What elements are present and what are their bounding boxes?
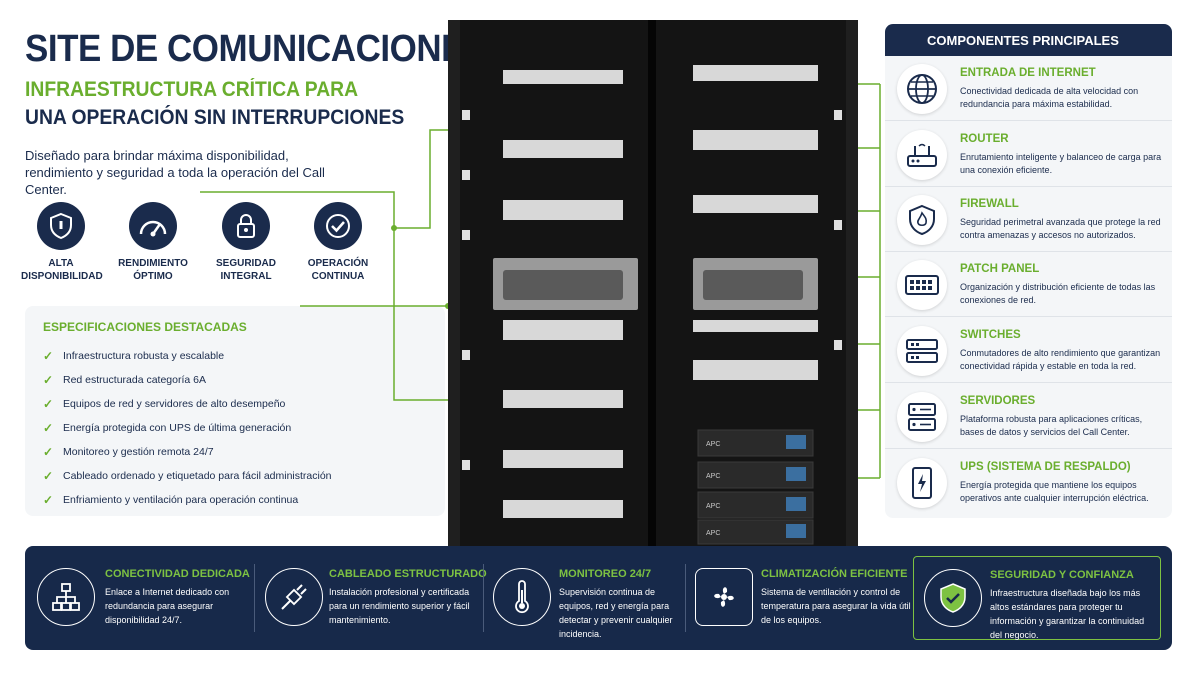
component-switches: SWITCHES Conmutadores de alto rendimient… — [885, 318, 1172, 383]
bottom-item-desc: Sistema de ventilación y control de temp… — [761, 587, 911, 625]
spec-text: Monitoreo y gestión remota 24/7 — [63, 446, 214, 458]
ups-brand: APC — [706, 441, 720, 448]
list-item: ✓ Enfriamiento y ventilación para operaci… — [43, 488, 427, 512]
spec-text: Infraestructura robusta y escalable — [63, 350, 225, 362]
bottom-item-cableado: CABLEADO ESTRUCTURADO Instalación profes… — [257, 546, 487, 650]
check-icon: ✓ — [43, 445, 54, 459]
component-name: SWITCHES — [960, 329, 1021, 341]
ups-icon — [897, 458, 947, 508]
list-item: ✓ Cableado ordenado y etiquetado para fác… — [43, 464, 427, 488]
component-desc: Conectividad dedicada de alta velocidad … — [960, 86, 1139, 109]
check-circle-icon — [314, 202, 362, 250]
feature-label: ALTA DISPONIBILIDAD — [21, 258, 103, 282]
spec-text: Equipos de red y servidores de alto dese… — [63, 398, 286, 410]
spec-text: Cableado ordenado y etiquetado para fáci… — [63, 470, 332, 482]
cable-icon — [265, 568, 323, 626]
bottom-item-monitoreo: MONITOREO 24/7 Supervisión continua de e… — [487, 546, 712, 650]
check-icon: ✓ — [43, 397, 54, 411]
subtitle-green: INFRAESTRUCTURA CRÍTICA PARA — [25, 78, 359, 101]
components-panel: COMPONENTES PRINCIPALES ENTRADA DE INTER… — [885, 24, 1172, 518]
list-item: ✓ Equipos de red y servidores de alto des… — [43, 392, 427, 416]
component-name: SERVIDORES — [960, 395, 1036, 407]
subtitle-navy: UNA OPERACIÓN SIN INTERRUPCIONES — [25, 106, 405, 129]
feature-label: OPERACIÓN CONTINUA — [307, 258, 369, 282]
feature-label: RENDIMIENTO ÓPTIMO — [118, 258, 188, 282]
bottom-item-name: CONECTIVIDAD DEDICADA — [105, 568, 250, 580]
component-firewall: FIREWALL Seguridad perimetral avanzada q… — [885, 187, 1172, 252]
component-desc: Conmutadores de alto rendimiento que gar… — [960, 348, 1161, 371]
bottom-item-name: MONITOREO 24/7 — [559, 568, 652, 580]
component-desc: Plataforma robusta para aplicaciones crí… — [960, 414, 1143, 437]
shield-check-icon — [924, 569, 982, 627]
feature-alta-disponibilidad: ALTA DISPONIBILIDAD — [21, 202, 103, 283]
switch-icon — [897, 326, 947, 376]
feature-seguridad-integral: SEGURIDAD INTEGRAL — [206, 202, 286, 283]
feature-label: SEGURIDAD INTEGRAL — [215, 258, 276, 282]
list-item: ✓ Monitoreo y gestión remota 24/7 — [43, 440, 427, 464]
divider — [685, 564, 686, 632]
component-desc: Organización y distribución eficiente de… — [960, 282, 1156, 305]
spec-text: Red estructurada categoría 6A — [63, 374, 207, 386]
specs-panel: ESPECIFICACIONES DESTACADAS ✓ Infraestruc… — [25, 306, 445, 516]
patch-panel-icon — [897, 260, 947, 310]
bottom-item-seguridad: SEGURIDAD Y CONFIANZA Infraestructura di… — [913, 556, 1161, 640]
globe-icon — [897, 64, 947, 114]
check-icon: ✓ — [43, 469, 54, 483]
spec-text: Energía protegida con UPS de última gene… — [63, 422, 292, 434]
server-rack-image: APC APC APC APC — [448, 20, 858, 546]
bottom-item-desc: Infraestructura diseñada bajo los más al… — [990, 588, 1145, 640]
bottom-item-climatizacion: CLIMATIZACIÓN EFICIENTE Sistema de venti… — [691, 546, 911, 650]
feature-operacion-continua: OPERACIÓN CONTINUA — [298, 202, 378, 283]
list-item: ✓ Energía protegida con UPS de última gen… — [43, 416, 427, 440]
thermometer-icon — [493, 568, 551, 626]
component-patch-panel: PATCH PANEL Organización y distribución … — [885, 252, 1172, 317]
bottom-item-name: CLIMATIZACIÓN EFICIENTE — [761, 568, 908, 580]
check-icon: ✓ — [43, 373, 54, 387]
divider — [483, 564, 484, 632]
list-item: ✓ Red estructurada categoría 6A — [43, 368, 427, 392]
component-ups: UPS (SISTEMA DE RESPALDO) Energía proteg… — [885, 450, 1172, 515]
fan-icon — [695, 568, 753, 626]
check-icon: ✓ — [43, 349, 54, 363]
ups-brand: APC — [706, 530, 720, 537]
page-title: SITE DE COMUNICACIONES — [25, 28, 487, 70]
feature-rendimiento-optimo: RENDIMIENTO ÓPTIMO — [113, 202, 193, 283]
component-servidores: SERVIDORES Plataforma robusta para aplic… — [885, 384, 1172, 449]
bottom-item-desc: Enlace a Internet dedicado con redundanc… — [105, 587, 230, 625]
specs-title: ESPECIFICACIONES DESTACADAS — [43, 320, 247, 334]
check-icon: ✓ — [43, 421, 54, 435]
component-router: ROUTER Enrutamiento inteligente y balanc… — [885, 122, 1172, 187]
specs-list: ✓ Infraestructura robusta y escalable ✓ Re… — [43, 344, 427, 512]
bottom-item-name: SEGURIDAD Y CONFIANZA — [990, 569, 1134, 581]
gauge-icon — [129, 202, 177, 250]
component-desc: Enrutamiento inteligente y balanceo de c… — [960, 152, 1162, 175]
firewall-icon — [897, 195, 947, 245]
component-name: ROUTER — [960, 133, 1009, 145]
component-name: PATCH PANEL — [960, 263, 1040, 275]
component-desc: Energía protegida que mantiene los equip… — [960, 480, 1149, 503]
divider — [254, 564, 255, 632]
lock-icon — [222, 202, 270, 250]
shield-icon — [37, 202, 85, 250]
bottom-item-conectividad: CONECTIVIDAD DEDICADA Enlace a Internet … — [25, 546, 255, 650]
server-icon — [897, 392, 947, 442]
ups-brand: APC — [706, 503, 720, 510]
spec-text: Enfriamiento y ventilación para operació… — [63, 494, 299, 506]
network-icon — [37, 568, 95, 626]
component-name: FIREWALL — [960, 198, 1019, 210]
ups-brand: APC — [706, 473, 720, 480]
list-item: ✓ Infraestructura robusta y escalable — [43, 344, 427, 368]
components-title: COMPONENTES PRINCIPALES — [885, 24, 1172, 56]
bottom-features-bar: CONECTIVIDAD DEDICADA Enlace a Internet … — [25, 546, 1172, 650]
router-icon — [897, 130, 947, 180]
component-name: UPS (SISTEMA DE RESPALDO) — [960, 461, 1131, 473]
bottom-item-name: CABLEADO ESTRUCTURADO — [329, 568, 487, 580]
component-entrada-internet: ENTRADA DE INTERNET Conectividad dedicad… — [885, 56, 1172, 121]
bottom-item-desc: Supervisión continua de equipos, red y e… — [559, 587, 673, 639]
intro-text: Diseñado para brindar máxima disponibili… — [25, 148, 325, 197]
component-name: ENTRADA DE INTERNET — [960, 67, 1096, 79]
bottom-item-desc: Instalación profesional y certificada pa… — [329, 587, 470, 625]
check-icon: ✓ — [43, 493, 54, 507]
component-desc: Seguridad perimetral avanzada que proteg… — [960, 217, 1161, 240]
